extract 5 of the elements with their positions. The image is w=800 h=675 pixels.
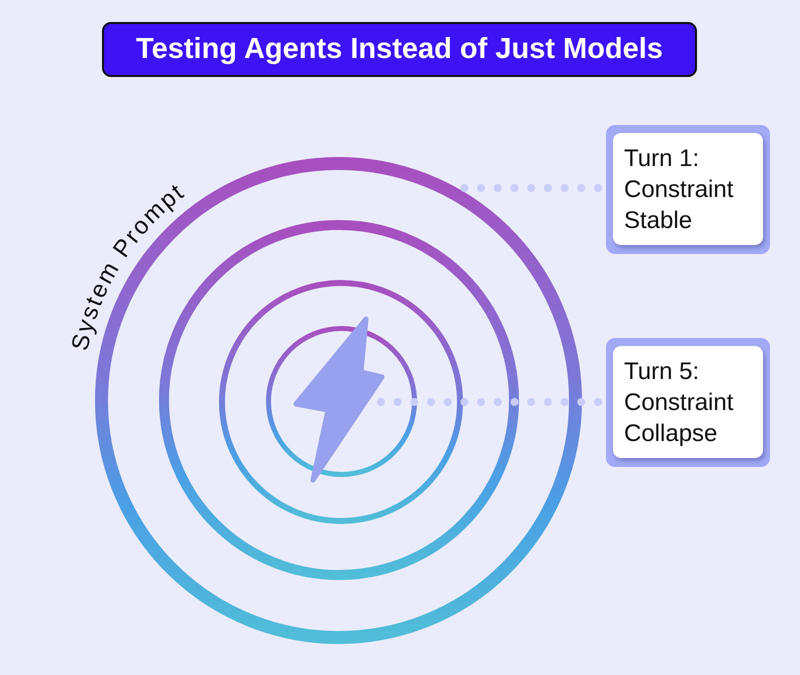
callout-frame	[606, 125, 770, 254]
callout-text: Turn 5: Constraint Collapse	[624, 357, 734, 449]
callout-frame	[606, 338, 770, 467]
callout-text: Turn 1: Constraint Stable	[624, 144, 734, 236]
title: Testing Agents Instead of Just Models	[136, 32, 663, 67]
